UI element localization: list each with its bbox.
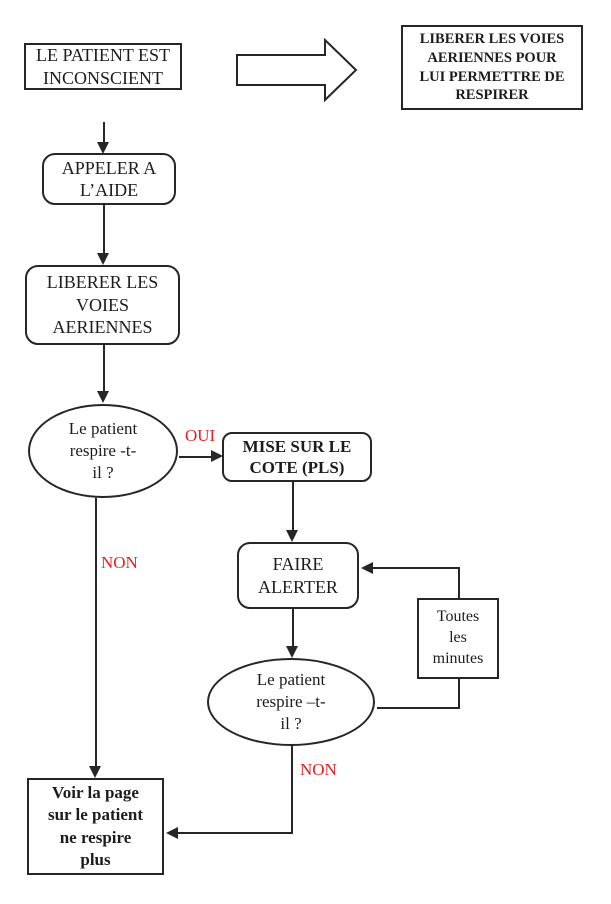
connector-line — [103, 122, 105, 143]
node-text-line: COTE (PLS) — [249, 458, 345, 477]
node-text-line: LUI PERMETTRE DE — [419, 68, 565, 85]
node-text-line: minutes — [432, 649, 484, 667]
edge-label-oui: OUI — [185, 426, 216, 445]
arrow-right-icon — [211, 450, 223, 462]
node-text-line: RESPIRER — [455, 87, 529, 104]
node-text-line: AERIENNES — [52, 317, 153, 338]
edge-label-non-left: NON — [101, 553, 138, 572]
arrow-down-icon — [286, 646, 298, 658]
arrow-down-icon — [97, 253, 109, 265]
node-text-line: respire –t- — [256, 691, 326, 711]
node-text-line: ne respire — [59, 827, 132, 847]
node-text-line: ALERTER — [258, 576, 338, 597]
connector-line — [103, 345, 105, 392]
node-text-line: il ? — [92, 463, 114, 483]
node-recovery-position: MISE SUR LE COTE (PLS) — [222, 432, 372, 482]
connector-line — [291, 746, 293, 834]
node-text-line: il ? — [280, 714, 302, 734]
node-call-for-help: APPELER A L’AIDE — [42, 153, 176, 205]
arrow-left-icon — [361, 562, 373, 574]
node-text-line: Voir la page — [52, 783, 139, 803]
node-text-line: APPELER A — [61, 157, 157, 178]
arrow-down-icon — [89, 766, 101, 778]
connector-line — [177, 832, 293, 834]
node-text-line: AERIENNES POUR — [427, 49, 557, 66]
node-text-line: les — [449, 629, 467, 647]
node-every-minute: Toutes les minutes — [417, 598, 499, 679]
node-text-line: LIBERER LES — [46, 272, 159, 293]
arrow-down-icon — [286, 530, 298, 542]
connector-line — [372, 567, 460, 569]
node-text-line: plus — [80, 849, 111, 869]
node-text-line: LIBERER LES VOIES — [419, 30, 565, 47]
node-decision-breathing-1: Le patient respire -t- il ? — [28, 404, 178, 498]
node-text-line: Le patient — [256, 669, 326, 689]
connector-line — [292, 609, 294, 647]
connector-line — [179, 456, 212, 458]
arrow-down-icon — [97, 391, 109, 403]
node-patient-unconscious: LE PATIENT EST INCONSCIENT — [24, 43, 182, 90]
node-text-line: FAIRE — [272, 554, 324, 574]
node-see-not-breathing-page: Voir la page sur le patient ne respire p… — [27, 778, 164, 875]
edge-label-non-bottom: NON — [300, 760, 337, 779]
connector-line — [95, 498, 97, 767]
node-text-line: sur le patient — [47, 805, 144, 825]
node-text-line: respire -t- — [69, 440, 137, 460]
connector-line — [103, 205, 105, 254]
node-text-line: L’AIDE — [79, 180, 139, 200]
node-text-line: INCONSCIENT — [43, 67, 163, 88]
node-text-line: Le patient — [68, 418, 138, 438]
node-have-alerted: FAIRE ALERTER — [237, 542, 359, 609]
node-text-line: Toutes — [436, 608, 480, 626]
arrow-left-icon — [166, 827, 178, 839]
node-text-line: VOIES — [76, 294, 129, 315]
connector-line — [292, 482, 294, 531]
arrow-down-icon — [97, 142, 109, 154]
node-free-airways: LIBERER LES VOIES AERIENNES — [25, 265, 180, 345]
node-text-line: MISE SUR LE — [242, 436, 352, 456]
node-text-line: LE PATIENT EST — [35, 45, 170, 65]
node-free-airways-note: LIBERER LES VOIES AERIENNES POUR LUI PER… — [401, 25, 583, 110]
node-decision-breathing-2: Le patient respire –t- il ? — [207, 658, 375, 746]
connector-line — [377, 707, 460, 709]
block-arrow-right-icon — [236, 38, 358, 102]
